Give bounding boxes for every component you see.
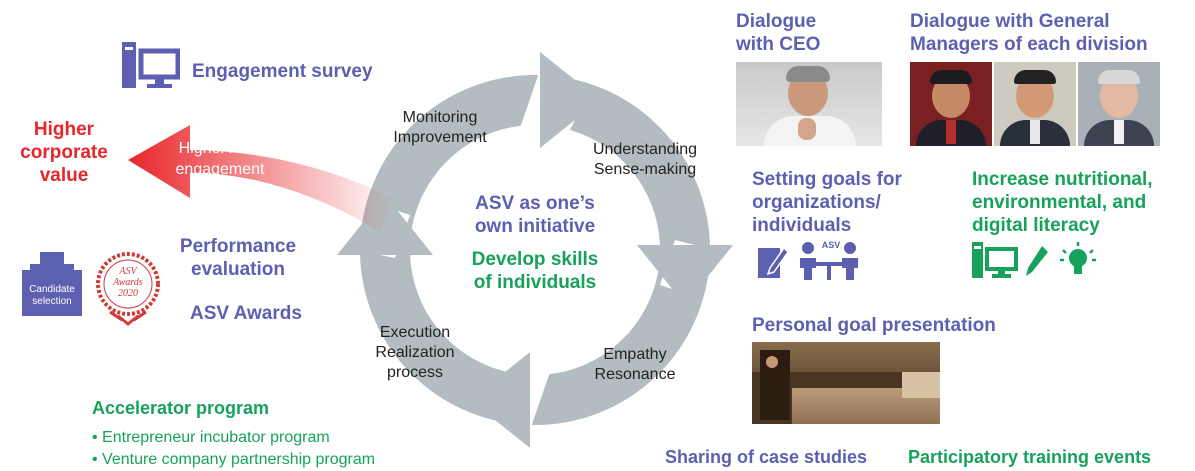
people-meeting-icon [800,242,858,280]
literacy-line: environmental, and [972,192,1147,213]
literacy-label: Increase nutritional, environmental, and… [972,168,1153,237]
dialogue-ceo-label: Dialogue with CEO [736,10,820,56]
setting-goals-line: individuals [752,215,852,236]
ballot-box-icon [22,252,82,316]
dialogue-ceo-line: Dialogue [736,11,817,32]
cycle-label-line: Improvement [393,129,487,146]
badge-line: 2020 [118,288,138,299]
cycle-label-line: Execution [379,324,451,341]
dialogue-gm-line: Dialogue with General [910,11,1110,32]
cycle-label-line: Sense-making [593,161,697,178]
cycle-label-empathy: Empathy Resonance [575,345,695,385]
performance-evaluation-line: evaluation [191,259,285,280]
performance-evaluation: Performance evaluation [168,235,308,281]
cycle-label-line: Empathy [603,346,667,363]
cycle-label-line: Realization [375,344,455,361]
higher-asv-engagement: Higher ASV engagement [150,138,290,180]
cycle-label-understanding: Understanding Sense-making [575,140,715,180]
computer-icon [122,42,180,88]
cycle-label-line: Understanding [592,141,698,158]
candidate-selection-line: selection [32,296,72,307]
cycle-label-execution: Execution Realization process [355,323,475,383]
ceo-photo [736,62,882,146]
computer-icon [972,242,1018,278]
badge-line: ASV [119,266,137,277]
arrowhead-right [637,245,733,305]
accelerator-program-list: Entrepreneur incubator program Venture c… [92,427,375,471]
center-title-line: own initiative [474,216,596,237]
higher-asv-engagement-line: engagement [175,161,265,178]
dialogue-ceo-line: with CEO [736,34,821,55]
higher-corporate-value-line: value [39,165,89,186]
personal-goal-label: Personal goal presentation [752,315,996,336]
list-item: Venture company partnership program [92,449,375,471]
cycle-center: ASV as one’s own initiative Develop skil… [435,192,635,294]
asv-awards-badge-text: ASV Awards 2020 [102,266,154,299]
arrowhead-left [337,195,433,255]
candidate-selection-line: Candidate [29,284,75,295]
accelerator-program-title: Accelerator program [92,398,270,418]
setting-goals-label: Setting goals for organizations/ individ… [752,168,902,237]
engagement-survey-label: Engagement survey [192,61,373,82]
arrowhead-bottom [470,352,530,448]
literacy-line: digital literacy [972,215,1100,236]
list-item: Entrepreneur incubator program [92,427,375,449]
higher-corporate-value: Higher corporate value [12,118,116,187]
higher-corporate-value-line: corporate [20,142,108,163]
higher-value-arrow [128,125,395,232]
cycle-arrowheads [337,52,733,448]
presentation-photo [752,342,940,424]
candidate-selection-label: Candidate selection [22,284,82,308]
cycle-label-monitoring: Monitoring Improvement [380,108,500,148]
center-subtitle-line: Develop skills [471,249,599,270]
performance-evaluation-line: Performance [179,236,297,257]
asv-awards-badge-icon [96,252,160,326]
badge-line: Awards [113,277,143,288]
higher-corporate-value-line: Higher [33,119,95,140]
document-pen-icon [758,246,788,278]
dialogue-gm-line: Managers of each division [910,34,1148,55]
sharing-case-studies-label: Sharing of case studies [665,447,868,467]
setting-goals-line: organizations/ [752,192,881,213]
general-manager-photo [1078,62,1160,146]
training-events-label: Participatory training events [908,447,1152,467]
cycle-label-line: Monitoring [402,109,478,126]
higher-asv-engagement-line: Higher ASV [178,140,262,157]
setting-goals-line: Setting goals for [752,169,902,190]
arrowhead-top [540,52,600,148]
pen-icon [1026,246,1048,276]
dialogue-gm-label: Dialogue with General Managers of each d… [910,10,1148,56]
cycle-label-line: Resonance [594,366,676,383]
asv-icon-label: ASV [821,240,841,250]
general-manager-photo [910,62,992,146]
asv-awards-label: ASV Awards [190,303,302,324]
literacy-line: Increase nutritional, [972,169,1153,190]
cycle-label-line: process [386,364,444,381]
center-title-line: ASV as one’s [475,193,595,214]
center-subtitle-line: of individuals [473,272,597,293]
general-manager-photo [994,62,1076,146]
light-bulb-icon [1060,242,1096,274]
